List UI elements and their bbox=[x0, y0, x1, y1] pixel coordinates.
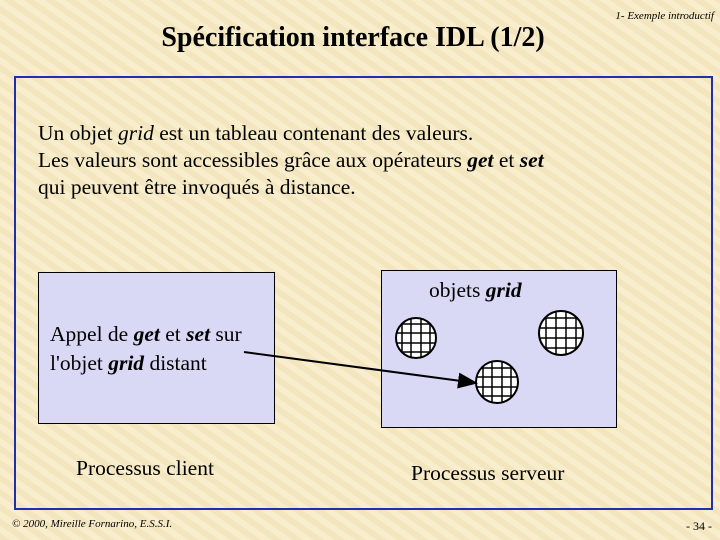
grid-objects-label: objets grid bbox=[429, 278, 522, 303]
content-frame bbox=[14, 76, 713, 510]
call-sur: sur bbox=[210, 322, 242, 346]
intro-line-3: qui peuvent être invoqués à distance. bbox=[38, 175, 356, 199]
client-call-line-1: Appel de get et set sur bbox=[50, 320, 242, 349]
intro-line2-et: et bbox=[493, 148, 520, 172]
intro-line1-grid: grid bbox=[118, 121, 154, 145]
intro-line1-a: Un objet bbox=[38, 121, 119, 145]
intro-line2-a: Les valeurs sont accessibles grâce aux o… bbox=[38, 148, 468, 172]
intro-line1-c: est un tableau contenant des valeurs. bbox=[153, 121, 474, 145]
client-call-line-2: l'objet grid distant bbox=[50, 349, 242, 378]
call-objet: l'objet bbox=[50, 351, 109, 375]
remote-call-arrow bbox=[243, 351, 478, 389]
call-a: Appel de bbox=[50, 322, 134, 346]
call-set: set bbox=[186, 322, 211, 346]
objects-a: objets bbox=[429, 278, 486, 302]
intro-text: Un objet grid est un tableau contenant d… bbox=[38, 120, 544, 201]
page-title: Spécification interface IDL (1/2) bbox=[161, 22, 545, 53]
grid-object-icon bbox=[538, 310, 584, 356]
server-process-label: Processus serveur bbox=[411, 461, 565, 485]
objects-grid: grid bbox=[485, 278, 522, 302]
page-number: - 34 - bbox=[686, 519, 712, 533]
intro-line-2: Les valeurs sont accessibles grâce aux o… bbox=[38, 147, 544, 174]
copyright-footer: © 2000, Mireille Fornarino, E.S.S.I. bbox=[12, 518, 173, 530]
call-distant: distant bbox=[144, 351, 207, 375]
grid-object-icon bbox=[475, 360, 519, 404]
call-grid: grid bbox=[108, 351, 145, 375]
grid-object-icon bbox=[395, 317, 437, 359]
client-call-text: Appel de get et set sur l'objet grid dis… bbox=[50, 320, 242, 378]
call-et: et bbox=[159, 322, 187, 346]
section-label: 1- Exemple introductif bbox=[615, 10, 714, 22]
intro-line2-set: set bbox=[519, 148, 544, 172]
client-process-label: Processus client bbox=[76, 456, 214, 480]
client-process-box bbox=[38, 272, 275, 424]
intro-line-1: Un objet grid est un tableau contenant d… bbox=[38, 120, 544, 147]
intro-line2-get: get bbox=[467, 148, 494, 172]
call-get: get bbox=[133, 322, 160, 346]
